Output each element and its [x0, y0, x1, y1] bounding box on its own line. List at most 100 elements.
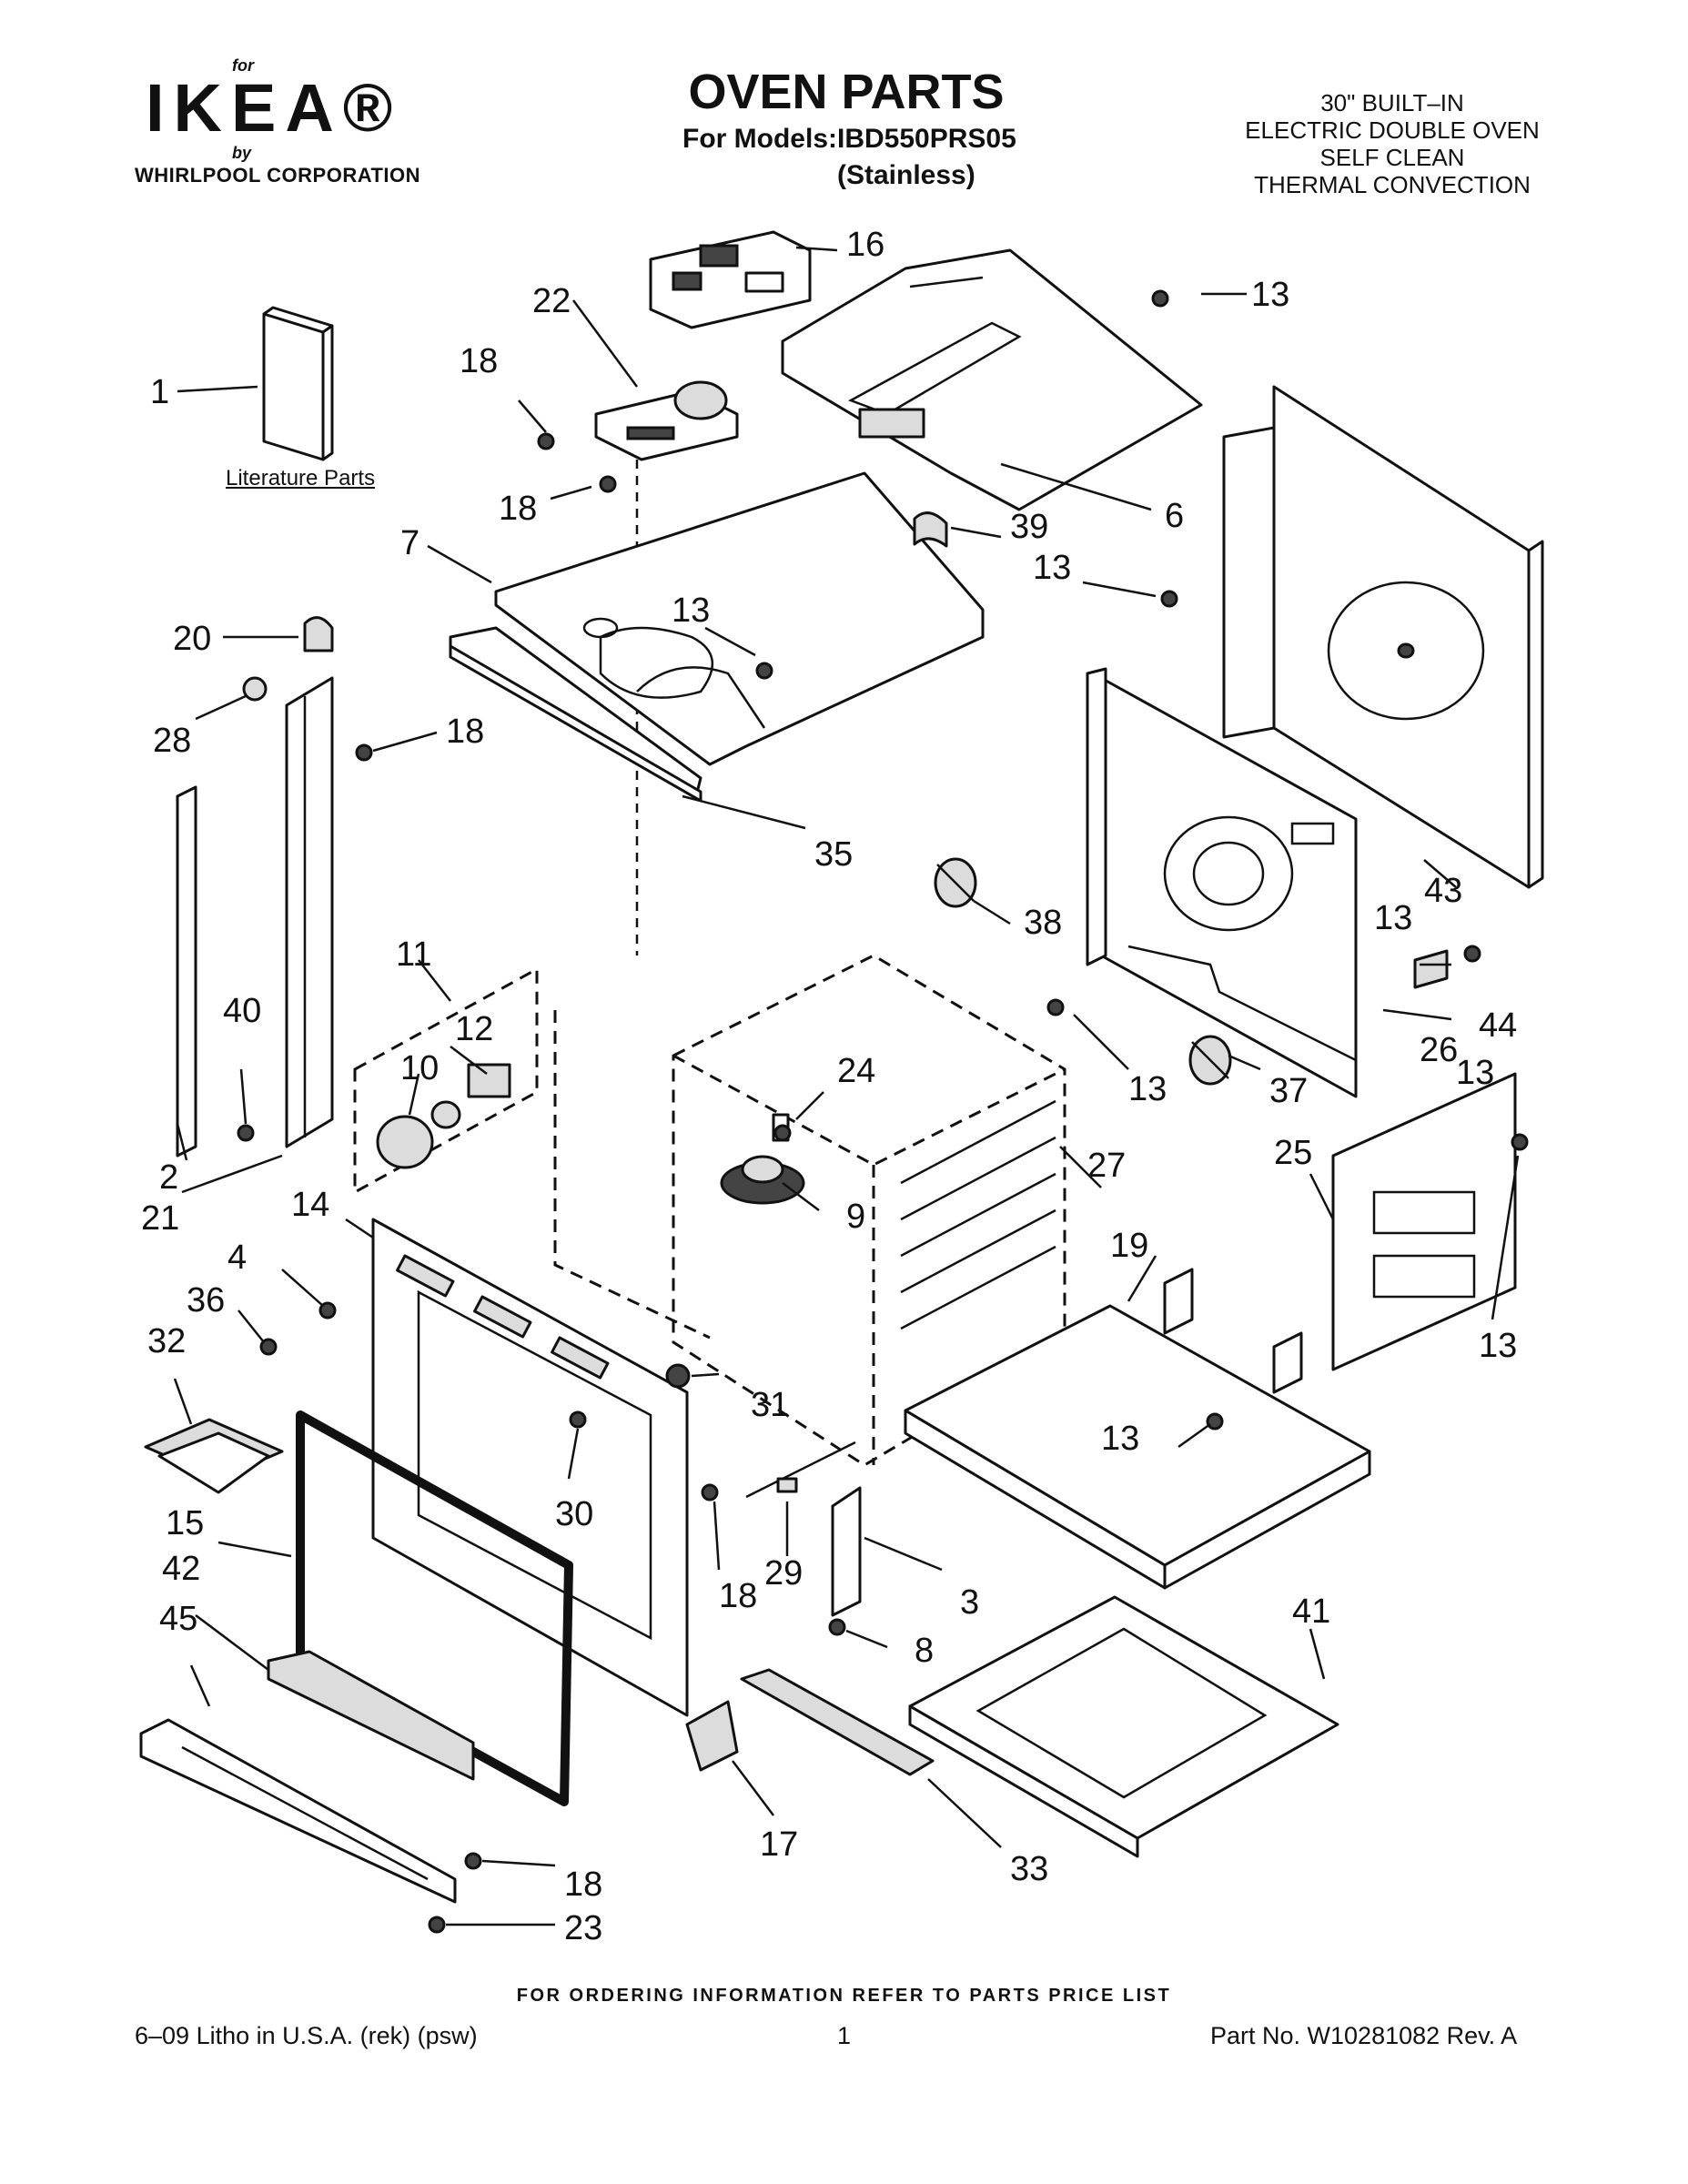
callout-18: 18: [564, 1866, 603, 1904]
callout-45: 45: [159, 1600, 198, 1638]
top-heat-shield: [781, 248, 1203, 511]
part-number: Part No. W10281082 Rev. A: [1210, 2022, 1518, 2049]
callout-30: 30: [555, 1495, 594, 1533]
callout-13: 13: [1479, 1327, 1518, 1365]
callout-28: 28: [153, 722, 192, 760]
bottom-drip-tray: [908, 1595, 1339, 1858]
title-block: OVEN PARTS For Models:IBD550PRS05 (Stain…: [564, 64, 1128, 190]
callout-4: 4: [227, 1239, 248, 1277]
logo-by-text: by: [232, 144, 252, 162]
callout-2: 2: [159, 1158, 179, 1197]
temperature-sensor: [745, 1441, 856, 1499]
vent-grille: [139, 1718, 457, 1904]
callout-26: 26: [1420, 1031, 1459, 1069]
lamp-assembly-group: [353, 966, 711, 1340]
callout-8: 8: [915, 1632, 935, 1670]
callout-18: 18: [499, 490, 538, 528]
rear-panel: [1222, 385, 1544, 889]
callout-22: 22: [532, 282, 571, 320]
door-gasket: [296, 1410, 573, 1806]
trim-tube: [176, 785, 197, 1158]
callout-27: 27: [1087, 1147, 1127, 1185]
callout-25: 25: [1274, 1134, 1313, 1172]
callout-6: 6: [1165, 497, 1185, 535]
vent-duct: [267, 1650, 475, 1781]
callout-40: 40: [223, 992, 262, 1030]
literature-booklet: [262, 306, 334, 461]
callout-18: 18: [460, 342, 499, 380]
convection-fan-panel: [1086, 667, 1358, 1098]
callout-44: 44: [1479, 1006, 1518, 1045]
callout-3: 3: [960, 1583, 980, 1622]
callout-10: 10: [400, 1049, 440, 1087]
callout-16: 16: [846, 226, 885, 264]
lower-heat-shield: [904, 1268, 1371, 1590]
models-line: For Models:IBD550PRS05: [682, 124, 1016, 154]
callout-18: 18: [446, 713, 485, 751]
rail-end-cap: [303, 616, 334, 652]
callout-13: 13: [1033, 549, 1072, 587]
finish-label: (Stainless): [837, 160, 975, 190]
callout-38: 38: [1024, 904, 1063, 942]
callout-12: 12: [455, 1010, 494, 1048]
callout-15: 15: [166, 1504, 205, 1542]
callout-19: 19: [1110, 1227, 1149, 1265]
callout-1: 1: [150, 373, 170, 411]
door-switch-bracket: [685, 1700, 739, 1772]
door-latch-assembly: [594, 380, 739, 956]
screws: [237, 289, 1529, 1934]
callout-37: 37: [1269, 1072, 1309, 1110]
electronic-module: [144, 1418, 284, 1494]
callout-11: 11: [396, 935, 432, 974]
literature-parts-label: Literature Parts: [226, 466, 376, 490]
control-board: [649, 230, 812, 329]
grommet: [242, 676, 268, 702]
thermal-fuse-lower: [1188, 1035, 1232, 1086]
litho-note: 6–09 Litho in U.S.A. (rek) (psw): [135, 2022, 478, 2049]
terminal-bracket: [1413, 949, 1449, 989]
callout-32: 32: [147, 1322, 187, 1360]
callout-13: 13: [1128, 1070, 1167, 1108]
callout-18: 18: [719, 1577, 758, 1615]
callout-31: 31: [751, 1386, 790, 1424]
thermal-fuse-upper: [934, 857, 977, 908]
callout-13: 13: [1374, 899, 1413, 937]
callout-17: 17: [760, 1825, 799, 1864]
ordering-note: FOR ORDERING INFORMATION REFER TO PARTS …: [516, 1986, 1172, 2006]
product-description: 30" BUILT–IN ELECTRIC DOUBLE OVEN SELF C…: [1183, 89, 1602, 198]
logo-for-text: for: [232, 56, 254, 75]
description-line: 30" BUILT–IN: [1320, 89, 1464, 116]
callout-36: 36: [187, 1281, 226, 1320]
callout-24: 24: [837, 1052, 876, 1090]
front-strip: [740, 1668, 935, 1776]
callout-23: 23: [564, 1909, 603, 1947]
callout-35: 35: [814, 835, 854, 874]
manufacturer-name: WHIRLPOOL CORPORATION: [135, 164, 421, 187]
page-number: 1: [837, 2022, 852, 2049]
callout-21: 21: [141, 1199, 180, 1238]
ikea-logo: IKEA®: [146, 70, 402, 146]
callout-39: 39: [1010, 508, 1049, 546]
callout-13: 13: [1456, 1054, 1495, 1092]
callout-13: 13: [672, 592, 711, 630]
callout-29: 29: [764, 1554, 804, 1592]
callout-43: 43: [1424, 872, 1463, 910]
callout-7: 7: [400, 524, 420, 562]
callout-9: 9: [846, 1198, 866, 1236]
callout-33: 33: [1010, 1850, 1049, 1888]
page-title: OVEN PARTS: [688, 65, 1005, 119]
callout-14: 14: [291, 1186, 330, 1224]
callout-leaders: [173, 246, 1520, 1926]
description-line: ELECTRIC DOUBLE OVEN: [1245, 116, 1540, 144]
front-frame: [371, 1218, 689, 1717]
side-rail: [285, 676, 334, 1148]
callout-13: 13: [1251, 276, 1290, 314]
wire-clip: [913, 511, 948, 548]
description-line: THERMAL CONVECTION: [1254, 171, 1531, 198]
description-line: SELF CLEAN: [1319, 144, 1465, 171]
mounting-bracket: [831, 1486, 862, 1617]
side-cover-panel: [1331, 1072, 1517, 1371]
callout-41: 41: [1292, 1592, 1331, 1631]
callout-13: 13: [1101, 1420, 1140, 1458]
